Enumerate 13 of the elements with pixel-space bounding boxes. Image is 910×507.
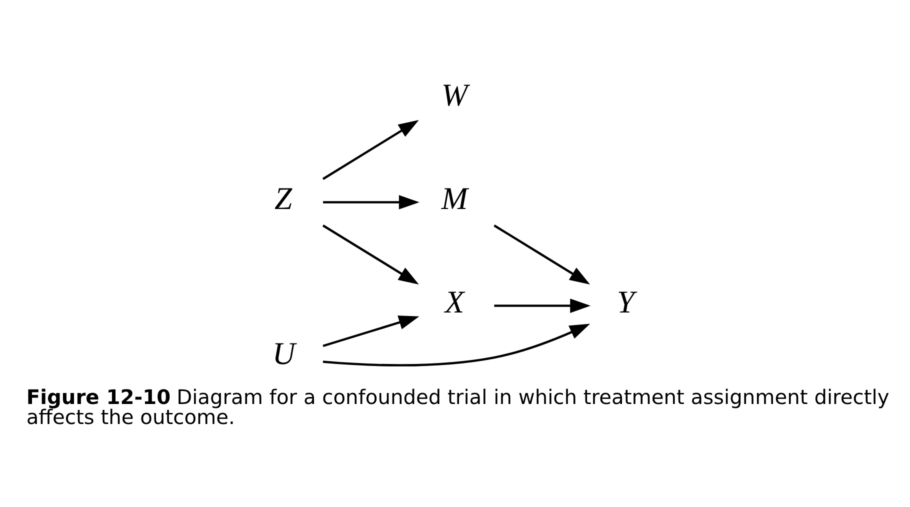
arrow [323, 194, 420, 209]
caption: Figure 12-10 Diagram for a confounded trial in which treatment assignment directly affects the outcome. [26, 384, 890, 429]
node-text: M [441, 180, 468, 216]
arrow [322, 323, 590, 366]
node-text: X [444, 284, 464, 319]
arrow [322, 315, 420, 347]
arrow [322, 224, 419, 284]
arrow [322, 119, 419, 180]
arrow [494, 298, 591, 312]
node-text: W [441, 76, 468, 112]
node-text: U [272, 336, 296, 371]
arrow [494, 224, 590, 284]
node-text: Z [274, 180, 292, 216]
